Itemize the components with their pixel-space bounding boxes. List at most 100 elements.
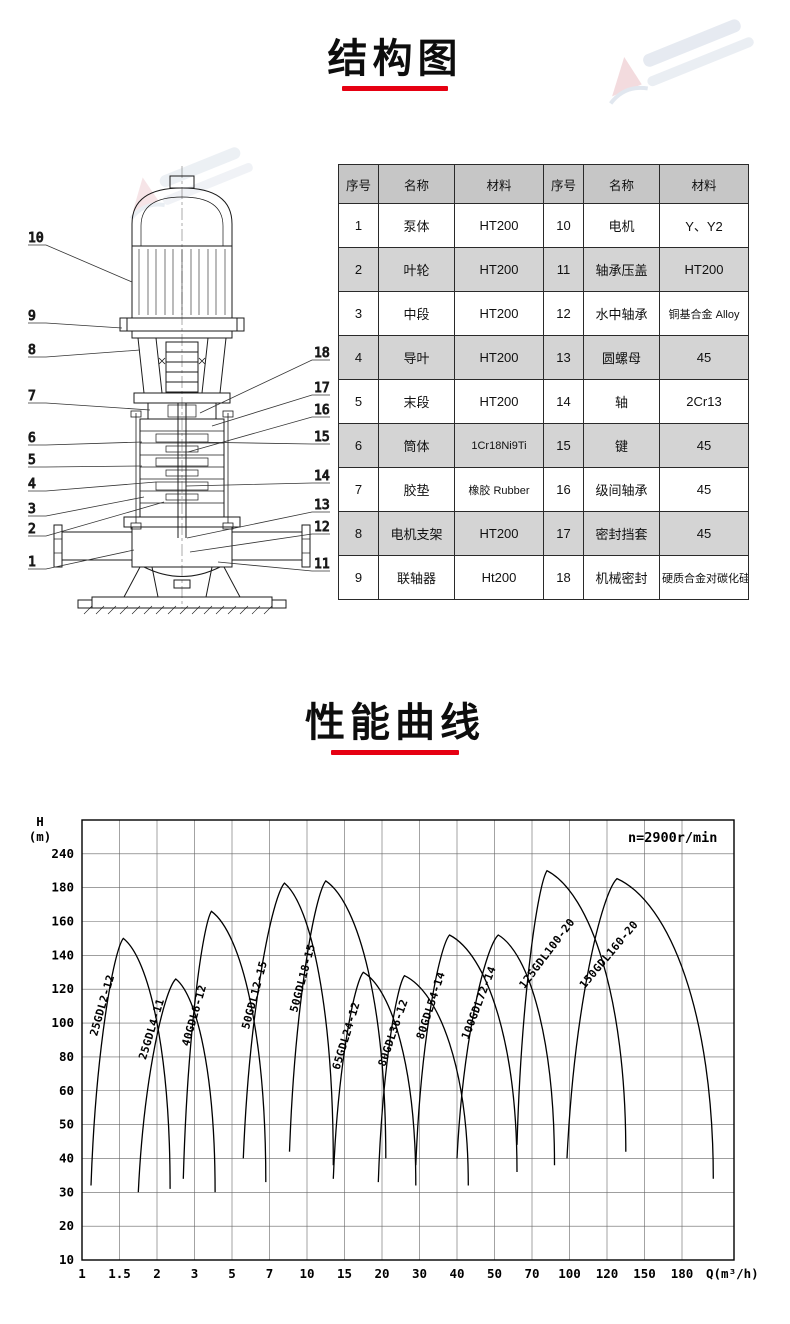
parts-table-cell: 末段	[378, 379, 455, 424]
parts-table-head: 序号名称材料序号名称材料	[338, 164, 749, 204]
parts-table-cell: 45	[659, 467, 749, 512]
callout-number: 14	[314, 469, 330, 484]
parts-table-header-cell: 材料	[659, 164, 749, 204]
parts-table-cell: 13	[543, 335, 584, 380]
parts-table-cell: 45	[659, 423, 749, 468]
y-tick-label: 240	[51, 846, 74, 861]
callout-leader	[28, 441, 143, 446]
motor-flange	[119, 317, 245, 339]
y-tick-label: 180	[51, 880, 74, 895]
parts-table-cell: HT200	[454, 511, 544, 556]
parts-table-cell: 机械密封	[583, 555, 660, 600]
parts-table-cell: 7	[338, 467, 379, 512]
pump-curve	[415, 934, 518, 1173]
x-tick-label: 7	[266, 1266, 274, 1281]
parts-table-header-cell: 名称	[583, 164, 660, 204]
callout-number: 2	[28, 522, 36, 537]
callout-leader	[28, 322, 123, 329]
parts-table-cell: 5	[338, 379, 379, 424]
parts-table-cell: 8	[338, 511, 379, 556]
parts-table-cell: 叶轮	[378, 247, 455, 292]
callout-number: 7	[28, 389, 36, 404]
pump-curve	[516, 869, 627, 1152]
chart-border	[81, 819, 735, 1261]
callout-leader	[211, 394, 330, 427]
y-tick-label: 120	[51, 981, 74, 996]
pump-curve-label: 80GDL54-14	[414, 970, 448, 1041]
x-tick-label: 15	[337, 1266, 352, 1281]
parts-table-cell: HT200	[454, 247, 544, 292]
parts-table-cell: 1Cr18Ni9Ti	[454, 423, 544, 468]
base-plate	[77, 566, 287, 615]
parts-table-cell: Y、Y2	[659, 203, 749, 248]
parts-table-cell: 轴承压盖	[583, 247, 660, 292]
callout-leader	[186, 511, 330, 539]
callout-leader	[199, 359, 330, 414]
callout-number: 15	[314, 430, 330, 445]
y-tick-label: 140	[51, 947, 74, 962]
y-tick-label: 50	[59, 1117, 74, 1132]
pump-curve-label: 100GDL72-14	[459, 964, 499, 1041]
parts-table-cell: 级间轴承	[583, 467, 660, 512]
parts-table-cell: 泵体	[378, 203, 455, 248]
callout-leader	[189, 533, 330, 553]
coupling	[158, 341, 206, 393]
callout-number: 9	[28, 309, 36, 324]
pump-curve-label: 25GDL4-11	[136, 997, 167, 1061]
x-tick-label: 40	[449, 1266, 464, 1281]
parts-table-cell: 12	[543, 291, 584, 336]
parts-table-cell: 11	[543, 247, 584, 292]
x-axis-label: Q(m³/h)	[706, 1266, 759, 1281]
parts-table-cell: 3	[338, 291, 379, 336]
callout-leader	[188, 441, 330, 445]
chart-grid	[82, 820, 734, 1260]
callout-number: 18	[314, 346, 330, 361]
pump-curve-label: 25GDL2-12	[87, 973, 117, 1037]
parts-table-cell: HT200	[454, 291, 544, 336]
pump-curve-label: 125GDL100-20	[517, 916, 578, 991]
pump-curve	[137, 978, 216, 1193]
callout-number: 17	[314, 381, 330, 396]
parts-table-cell: 2Cr13	[659, 379, 749, 424]
callout-number: 4	[28, 477, 36, 492]
parts-table-cell: 10	[543, 203, 584, 248]
x-tick-label: 50	[487, 1266, 502, 1281]
structure-section-title: 结构图	[327, 37, 463, 81]
callout-leader	[187, 416, 330, 453]
pump-curve-label: 150GDL160-20	[577, 918, 641, 991]
parts-table-cell: 铜基合金 Alloy	[659, 291, 749, 336]
y-tick-label: 40	[59, 1150, 74, 1165]
parts-table-cell: 电机	[583, 203, 660, 248]
performance-section-title: 性能曲线	[305, 701, 485, 745]
parts-table-cell: 中段	[378, 291, 455, 336]
y-tick-label: 20	[59, 1218, 74, 1233]
parts-table-cell: 轴	[583, 379, 660, 424]
parts-table-cell: 45	[659, 335, 749, 380]
x-tick-label: 30	[412, 1266, 427, 1281]
callout-number: 11	[314, 557, 330, 572]
callout-leader	[28, 402, 151, 411]
y-tick-label: 80	[59, 1049, 74, 1064]
callout-leader	[28, 465, 143, 468]
parts-table-cell: 联轴器	[378, 555, 455, 600]
y-tick-label: 160	[51, 914, 74, 929]
callout-number: 16	[314, 403, 330, 418]
parts-table-cell: 导叶	[378, 335, 455, 380]
parts-table-cell: HT200	[454, 203, 544, 248]
pump-curve	[288, 880, 387, 1159]
parts-table-cell: 18	[543, 555, 584, 600]
parts-table-cell: 圆螺母	[583, 335, 660, 380]
callout-number: 8	[28, 343, 36, 358]
